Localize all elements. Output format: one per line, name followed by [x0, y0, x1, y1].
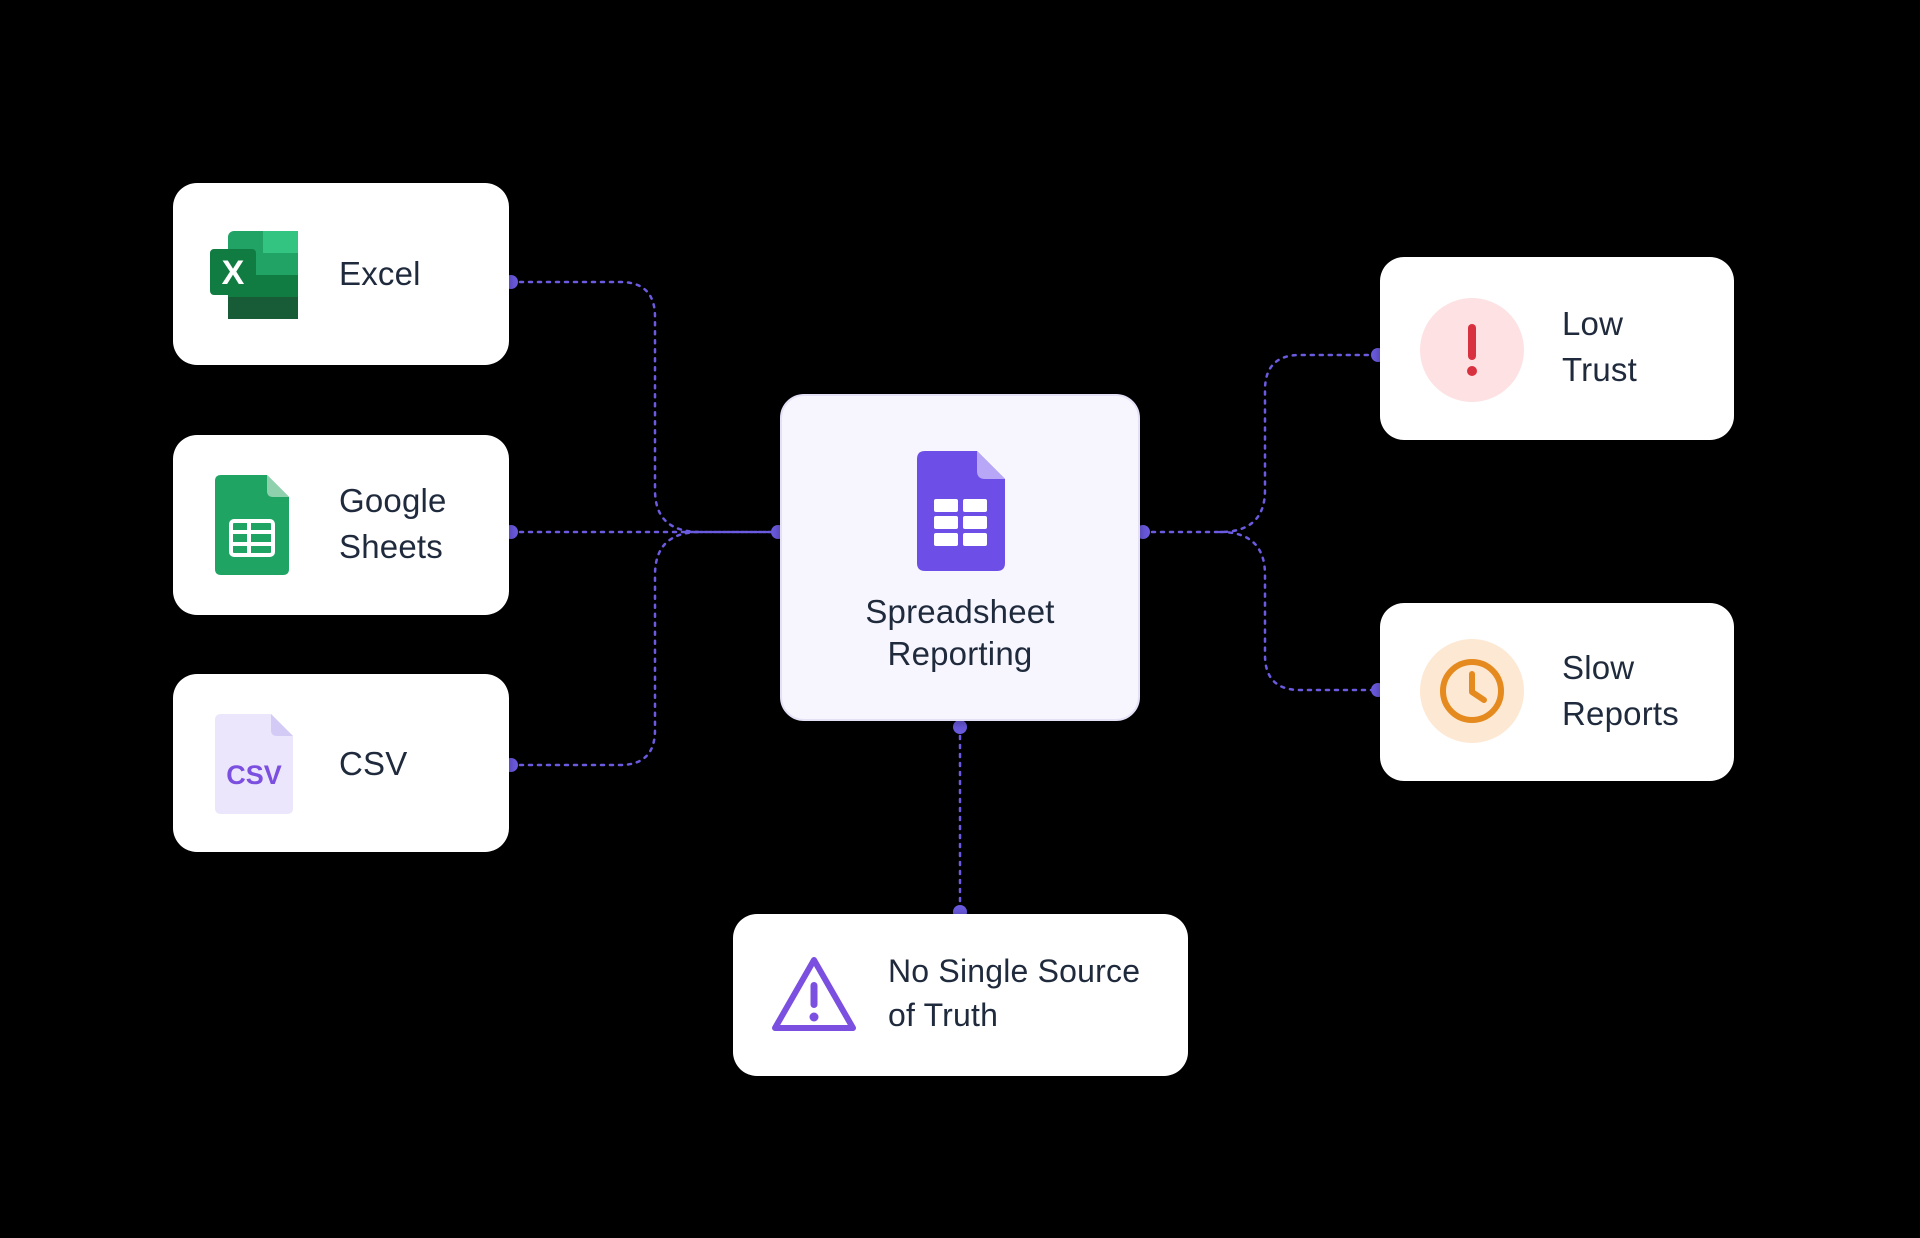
excel-icon: X: [210, 231, 298, 319]
connector-dot: [953, 720, 967, 734]
warning-triangle-icon: [772, 957, 856, 1031]
csv-card[interactable]: CSV CSV: [173, 674, 509, 852]
connector-hub-lowtrust: [1141, 353, 1380, 534]
google-sheets-line2: Sheets: [339, 528, 443, 565]
spreadsheet-reporting-hub[interactable]: Spreadsheet Reporting: [780, 394, 1140, 721]
excel-card[interactable]: X Excel: [173, 183, 509, 365]
svg-text:X: X: [222, 254, 245, 292]
google-sheets-line1: Google: [339, 482, 447, 519]
slow-reports-card[interactable]: Slow Reports: [1380, 603, 1734, 781]
excel-label: Excel: [339, 255, 421, 292]
hub-line1: Spreadsheet: [865, 593, 1055, 630]
low-trust-label: Low Trust: [1562, 301, 1637, 393]
slow-reports-label: Slow Reports: [1562, 645, 1679, 737]
low-trust-line2: Trust: [1562, 351, 1637, 388]
low-trust-line1: Low: [1562, 305, 1624, 342]
slow-reports-line1: Slow: [1562, 649, 1635, 686]
low-trust-card[interactable]: Low Trust: [1380, 257, 1734, 440]
clock-icon: [1440, 659, 1504, 723]
no-single-source-label: No Single Source of Truth: [888, 949, 1140, 1037]
exclamation-icon: [1467, 324, 1477, 376]
spreadsheet-icon: [917, 451, 1005, 571]
connector-hub-slowreports: [1218, 530, 1380, 692]
connector-excel-hub: [509, 280, 780, 534]
no-single-source-line1: No Single Source: [888, 953, 1141, 989]
csv-file-icon: CSV: [215, 714, 293, 814]
no-single-source-card[interactable]: No Single Source of Truth: [733, 914, 1188, 1076]
google-sheets-label: Google Sheets: [339, 478, 447, 570]
connector-csv-hub: [509, 530, 702, 767]
google-sheets-card[interactable]: Google Sheets: [173, 435, 509, 615]
svg-text:CSV: CSV: [226, 760, 282, 790]
hub-line2: Reporting: [887, 635, 1033, 672]
no-single-source-line2: of Truth: [888, 997, 999, 1033]
slow-reports-line2: Reports: [1562, 695, 1679, 732]
google-sheets-icon: [215, 475, 289, 575]
csv-label: CSV: [339, 745, 408, 782]
hub-label: Spreadsheet Reporting: [782, 591, 1138, 675]
